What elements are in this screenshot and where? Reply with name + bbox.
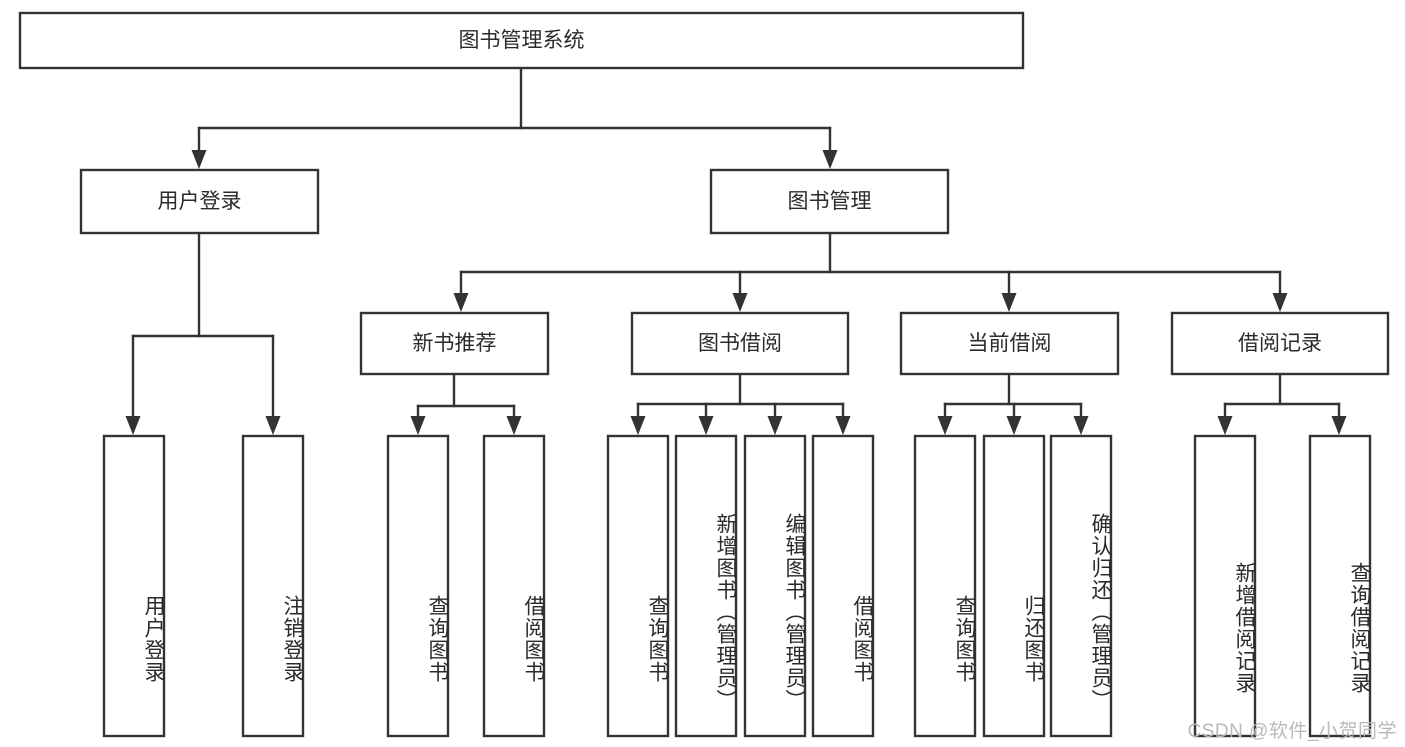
node-box-leaf-3[interactable] [482,434,546,738]
arrow-head-icon [125,416,141,435]
arrow-head-icon [822,150,838,169]
arrow-head-icon [732,293,748,312]
node-box-leaf-2[interactable] [386,434,450,738]
arrow-head-icon [506,416,522,435]
csdn-watermark: CSDN @软件_小贺同学 [1187,721,1397,742]
connector-book-borrow-to-leaves [630,372,851,435]
node-box-leaf-5[interactable] [674,434,738,738]
node-label-level3-1: 图书借阅 [698,332,782,355]
connector-book-mgmt-to-level3 [453,231,1288,312]
node-box-leaf-10[interactable] [1049,434,1113,738]
node-label-level3-2: 当前借阅 [968,332,1052,355]
arrow-head-icon [410,416,426,435]
arrow-head-icon [1331,416,1347,435]
node-box-root-0[interactable] [18,11,1025,70]
connector-new-book-to-leaves [410,372,522,435]
connector-user-login-to-leaves [125,231,281,435]
arrow-head-icon [630,416,646,435]
arrow-head-icon [265,416,281,435]
node-label-level2-0: 用户登录 [158,190,242,213]
node-box-leaf-9[interactable] [982,434,1046,738]
arrow-head-icon [1001,293,1017,312]
arrow-head-icon [191,150,207,169]
node-box-level2-0[interactable] [79,168,320,235]
connector-root-to-level2 [191,66,838,169]
connector-layer [125,66,1347,435]
arrow-head-icon [835,416,851,435]
node-label-level3-0: 新书推荐 [413,332,497,355]
node-box-level3-3[interactable] [1170,311,1390,376]
node-box-leaf-1[interactable] [241,434,305,738]
node-label-level3-3: 借阅记录 [1238,332,1322,355]
arrow-head-icon [698,416,714,435]
node-label-level2-1: 图书管理 [788,190,872,213]
node-box-leaf-11[interactable] [1193,434,1257,738]
arrow-head-icon [1217,416,1233,435]
node-box-leaf-0[interactable] [102,434,166,738]
node-box-leaf-7[interactable] [811,434,875,738]
node-label-root-0: 图书管理系统 [459,29,585,52]
node-box-leaf-4[interactable] [606,434,670,738]
node-box-leaf-6[interactable] [743,434,807,738]
box-layer [18,11,1390,738]
arrow-head-icon [1073,416,1089,435]
node-box-leaf-12[interactable] [1308,434,1372,738]
arrow-head-icon [1006,416,1022,435]
connector-borrow-record-to-leaves [1217,372,1347,435]
node-box-leaf-8[interactable] [913,434,977,738]
connector-current-borrow-to-leaves [937,372,1089,435]
arrow-head-icon [937,416,953,435]
node-box-level3-1[interactable] [630,311,850,376]
arrow-head-icon [1272,293,1288,312]
node-box-level3-0[interactable] [359,311,550,376]
node-box-level2-1[interactable] [709,168,950,235]
node-box-level3-2[interactable] [899,311,1120,376]
arrow-head-icon [453,293,469,312]
arrow-head-icon [767,416,783,435]
